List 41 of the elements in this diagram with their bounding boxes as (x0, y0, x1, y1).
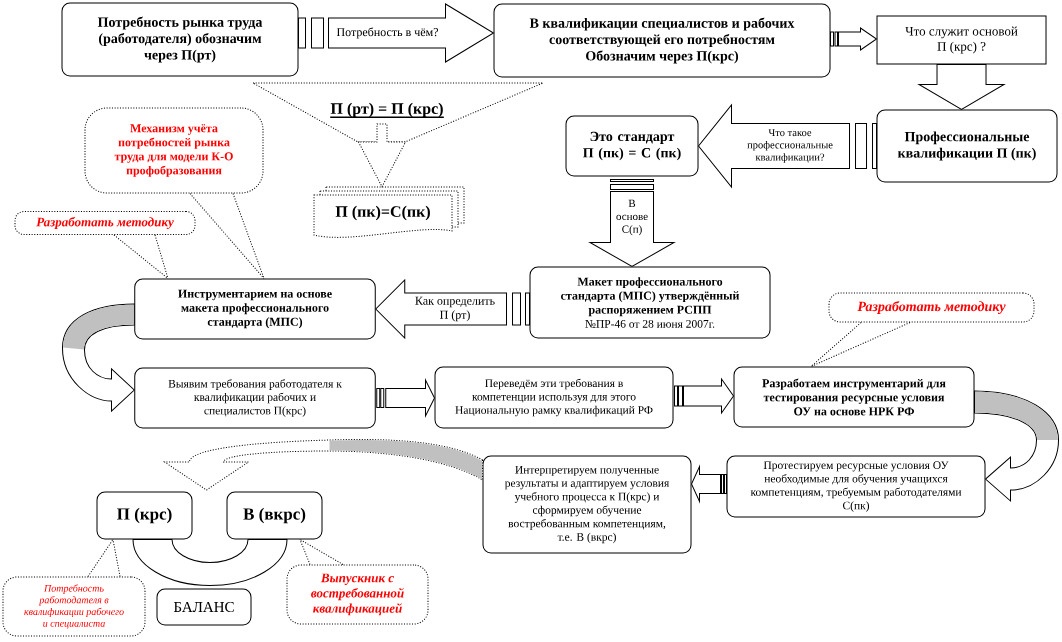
rounded-box: Протестируем ресурсные условия ОУ необходимые для обучения учащихся компетенциям, требуемым работодателями С(пк) (726, 455, 986, 518)
rounded-box: Выявим требования работодателя к квалификации рабочих и специалистов П(крс) (134, 367, 376, 429)
callout-bubble: Механизм учёта потребностей рынка труда для модели К-О профобразования (84, 107, 264, 194)
rounded-box: Интерпретируем полученные результаты и адаптируем условия учебного процесса к П(крс) и сформируем обучение востребованным компетенциям, т.е. В (вкрс) (482, 455, 692, 554)
rounded-box: Профессиональные квалификации П (пк) (876, 109, 1058, 183)
curved-arrow (62, 303, 135, 412)
curved-arrow (974, 390, 1059, 502)
edge-label: Потребность в чём? (330, 26, 445, 40)
document-stack: П (пк)=С(пк) (313, 186, 465, 238)
block-arrow (918, 64, 1005, 110)
edge-label: В основе С(п) (611, 198, 653, 237)
callout-tail (113, 234, 169, 279)
block-arrow (674, 378, 734, 414)
block-arrow (358, 123, 406, 188)
edge-label: Как определить П (рт) (409, 295, 501, 323)
text-box: Что служит основой П (крс) ? (876, 15, 1047, 65)
rounded-box: Макет профессионального стандарта (МПС) утверждённый распоряжением РСПП №ПР-46 от 28 июня 2007г. (529, 266, 771, 339)
rounded-box: Это стандарт П (пк) = С (пк) (565, 115, 699, 177)
callout-tail (189, 193, 265, 279)
callout-bubble: Разработать методику (14, 211, 196, 235)
arc-band (132, 539, 288, 586)
callout-tail (299, 539, 344, 565)
curved-arrow (164, 438, 483, 491)
callout-tail (810, 322, 911, 367)
rounded-box: В (вкрс) (226, 491, 323, 540)
rounded-box: Инструментарием на основе макета профессионального стандарта (МПС) (134, 278, 376, 340)
block-arrow (376, 379, 435, 417)
rounded-box: БАЛАНС (156, 588, 252, 626)
rounded-box: П (крс) (96, 491, 193, 540)
funnel-callout: П (рт) = П (крс) (252, 82, 544, 143)
rounded-box: Переведём эти требования в компетенции используя для этого Национальную рамку квалификаций РФ (434, 366, 674, 429)
block-arrow (691, 466, 727, 502)
callout-bubble: Выпускник с востребованной квалификацией (286, 564, 429, 625)
edge-label: Что такое профессиональные квалификации? (740, 127, 840, 165)
rounded-box: В квалификации специалистов и рабочих соответствующей его потребностям Обозначим через П(крс) (493, 3, 831, 78)
rounded-box: Разработаем инструментарий для тестирования ресурсные условия ОУ на основе НРК РФ (733, 366, 975, 428)
rounded-box: Потребность рынка труда (работодателя) обозначим через П(рт) (61, 2, 299, 77)
block-arrow (830, 27, 877, 51)
callout-bubble: Разработать методику (828, 292, 1035, 323)
callout-tail (87, 539, 121, 577)
callout-bubble: Потребность работодателя в квалификации рабочего и специалиста (2, 576, 146, 637)
